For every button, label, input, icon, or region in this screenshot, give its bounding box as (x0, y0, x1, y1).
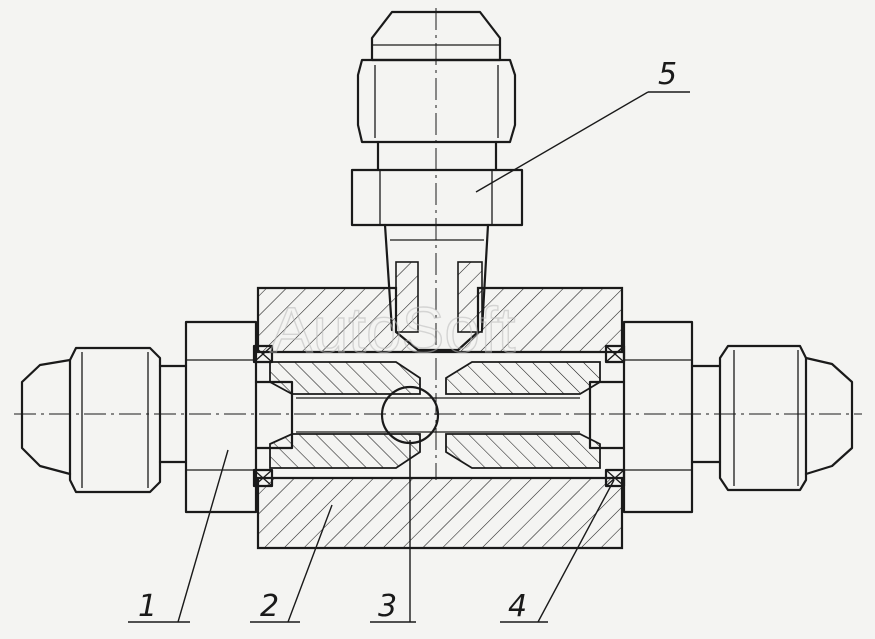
left-flare-nipple (20, 346, 188, 494)
top-flare-nipple (356, 10, 517, 172)
callout-3: 3 (370, 440, 416, 624)
top-union-nut (350, 168, 524, 227)
label-part-4: 4 (508, 589, 527, 624)
main-body-part-2 (256, 286, 624, 550)
right-flare-nipple (690, 344, 854, 492)
left-union-nut-part-1 (184, 320, 294, 514)
callout-2: 2 (250, 504, 333, 624)
callout-4: 4 (500, 479, 615, 624)
label-part-2: 2 (260, 589, 279, 624)
callout-5: 5 (475, 57, 690, 193)
label-part-3: 3 (378, 589, 397, 624)
label-part-5: 5 (658, 57, 677, 92)
callout-1: 1 (128, 449, 229, 624)
watermark-text: AutoSoft (270, 294, 516, 366)
right-inner-sleeve (445, 361, 601, 469)
right-union-nut (588, 320, 694, 514)
label-part-1: 1 (138, 589, 157, 624)
left-inner-sleeve (269, 361, 421, 469)
